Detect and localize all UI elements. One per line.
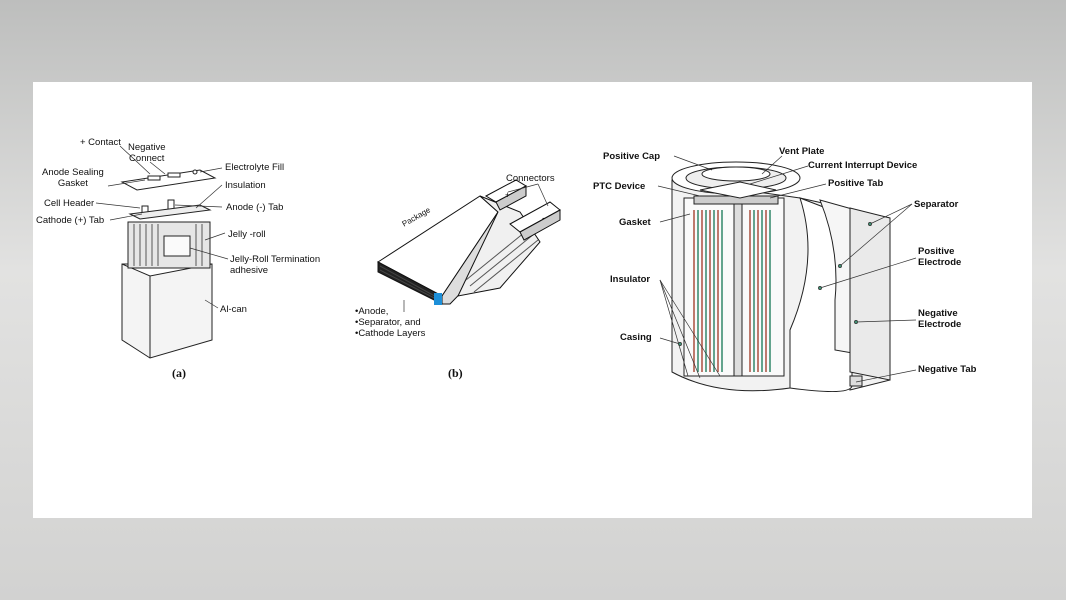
label-anode-sealing-gasket: Anode Sealing Gasket (42, 167, 104, 189)
label-positive-cap: Positive Cap (603, 151, 661, 162)
label-anode-tab: Anode (-) Tab (226, 202, 284, 213)
label-ptc-device: PTC Device (593, 181, 646, 192)
label-cell-header: Cell Header (44, 198, 95, 209)
label-vent-plate: Vent Plate (779, 146, 825, 157)
label-al-can: Al-can (220, 304, 247, 315)
label-negative-tab: Negative Tab (918, 364, 977, 375)
label-positive-electrode: Positive Electrode (918, 246, 962, 268)
label-plus-contact: + Contact (80, 137, 121, 148)
label-electrolyte-fill: Electrolyte Fill (225, 162, 285, 173)
label-connectors: Connectors (506, 173, 555, 184)
label-negative-electrode: Negative Electrode (918, 308, 962, 330)
label-current-interrupt-device: Current Interrupt Device (808, 160, 918, 171)
label-casing: Casing (620, 332, 652, 343)
jelly-roll-shape (127, 221, 211, 269)
label-plus: + (505, 190, 511, 200)
label-cathode-tab: Cathode (+) Tab (36, 215, 105, 226)
label-insulation: Insulation (225, 180, 266, 191)
cylindrical-cell-drawing (657, 155, 917, 393)
caption-a: (a) (172, 366, 186, 380)
label-negative-connect: Negative Connect (128, 142, 166, 164)
al-can-shape (121, 263, 213, 359)
label-gasket: Gasket (619, 217, 651, 228)
caption-b: (b) (448, 366, 463, 380)
label-minus: - (542, 213, 545, 223)
pouch-cell-drawing (377, 179, 561, 312)
label-insulator: Insulator (610, 274, 651, 285)
label-jelly-roll: Jelly -roll (228, 229, 266, 240)
label-layers: •Anode, •Separator, and •Cathode Layers (355, 306, 426, 339)
prismatic-cell-drawing (95, 145, 229, 359)
label-positive-tab: Positive Tab (828, 178, 884, 189)
label-separator: Separator (914, 199, 959, 210)
label-jelly-roll-termination: Jelly-Roll Termination adhesive (230, 254, 321, 276)
